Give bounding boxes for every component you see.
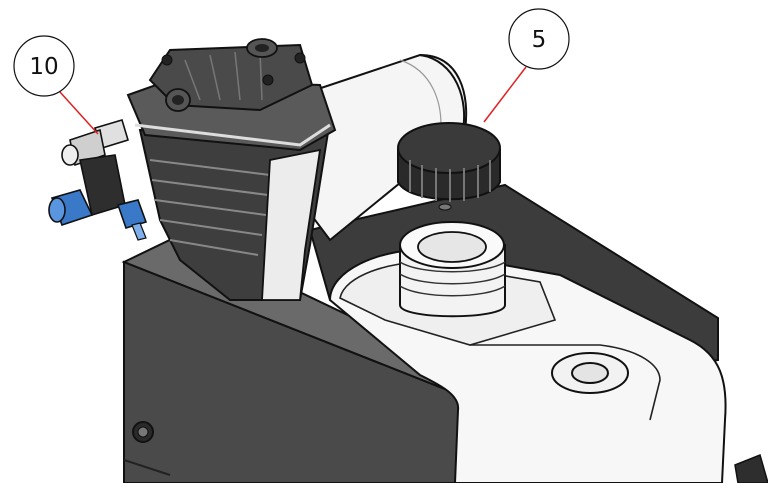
callout-label-5: 5 xyxy=(532,27,547,53)
compressor-cylinder-head-icon xyxy=(126,38,337,301)
callout-label-10: 10 xyxy=(29,54,58,80)
oil-filler-cap-icon xyxy=(397,122,501,202)
pressure-fitting-icon xyxy=(48,119,148,241)
callout-balloon-10 xyxy=(13,35,75,97)
threaded-filler-neck-icon xyxy=(399,203,506,318)
leader-line-10 xyxy=(59,91,99,135)
leader-line-5 xyxy=(483,66,527,123)
callout-5: 5 xyxy=(483,8,570,123)
callout-10: 10 xyxy=(13,35,99,135)
callout-balloon-5 xyxy=(508,8,570,70)
